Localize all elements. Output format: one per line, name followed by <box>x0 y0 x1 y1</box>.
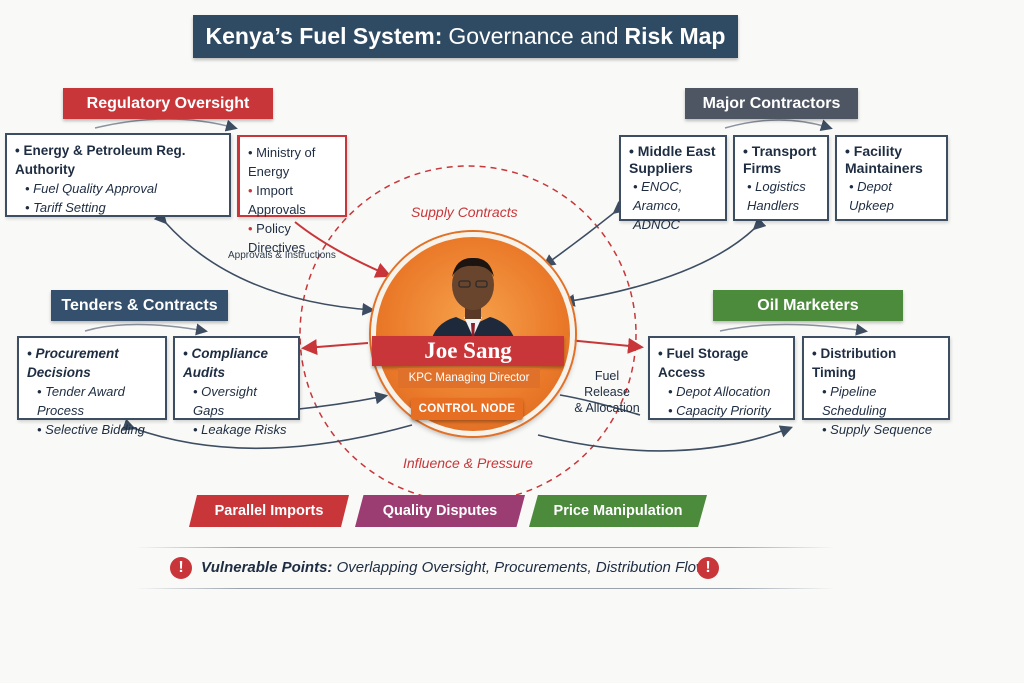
regulatory-header: Regulatory Oversight <box>63 88 273 119</box>
facility-item: Depot Upkeep <box>845 177 938 215</box>
compliance-box: Compliance Audits Oversight Gaps Leakage… <box>173 336 300 437</box>
compliance-item: Oversight Gaps <box>183 382 290 420</box>
fuel-release-label: Fuel Release & Allocation <box>571 368 643 416</box>
release-line-2: & Allocation <box>574 401 640 415</box>
procurement-item: Tender Award Process <box>27 382 157 420</box>
risk-tag-quality-disputes: Quality Disputes <box>355 495 525 527</box>
distribution-item: Pipeline Scheduling <box>812 382 940 420</box>
contractors-header: Major Contractors <box>685 88 858 119</box>
title-part-1: Kenya’s Fuel System: <box>205 23 443 49</box>
distribution-box: Distribution Timing Pipeline Scheduling … <box>802 336 950 437</box>
title-part-3: Risk Map <box>624 23 726 49</box>
vulnerable-label: Vulnerable Points: <box>201 559 333 576</box>
compliance-item: Leakage Risks <box>183 420 290 439</box>
center-role: KPC Managing Director <box>398 368 540 388</box>
compliance-name: Compliance Audits <box>183 344 290 382</box>
middle-east-box: Middle East Suppliers ENOC, Aramco, ADNO… <box>619 135 727 232</box>
marketers-header: Oil Marketers <box>713 290 903 321</box>
tenders-header: Tenders & Contracts <box>51 290 228 321</box>
epra-name: Energy & Petroleum Reg. Authority <box>15 141 221 179</box>
influence-pressure-label: Influence & Pressure <box>403 455 533 471</box>
warning-icon: ! <box>170 557 192 579</box>
facility-box: Facility Maintainers Depot Upkeep <box>835 135 948 221</box>
transport-box: Transport Firms Logistics Handlers <box>733 135 829 221</box>
divider-bottom <box>135 588 835 589</box>
storage-item: Depot Allocation <box>658 382 785 401</box>
middle-east-name: Middle East Suppliers <box>629 143 717 177</box>
page-title: Kenya’s Fuel System: Governance and Risk… <box>193 15 738 58</box>
procurement-name: Procurement Decisions <box>27 344 157 382</box>
distribution-item: Supply Sequence <box>812 420 940 439</box>
storage-item: Capacity Priority <box>658 401 785 420</box>
epra-item: Fuel Quality Approval <box>15 179 221 198</box>
risk-tag-parallel-imports: Parallel Imports <box>189 495 349 527</box>
epra-item: Tariff Setting <box>15 198 221 217</box>
epra-box: Energy & Petroleum Reg. Authority Fuel Q… <box>5 133 231 217</box>
title-part-2: Governance and <box>448 23 619 49</box>
distribution-name: Distribution Timing <box>812 344 940 382</box>
approvals-label: Approvals & Instructions <box>228 250 336 261</box>
ministry-item: Import Approvals <box>248 181 337 219</box>
procurement-item: Selective Bidding <box>27 420 157 439</box>
facility-name: Facility Maintainers <box>845 143 938 177</box>
storage-name: Fuel Storage Access <box>658 344 785 382</box>
transport-name: Transport Firms <box>743 143 819 177</box>
middle-east-item: ENOC, Aramco, ADNOC <box>629 177 717 234</box>
storage-box: Fuel Storage Access Depot Allocation Cap… <box>648 336 795 420</box>
ministry-name: Ministry of Energy <box>248 143 337 181</box>
transport-item: Logistics Handlers <box>743 177 819 215</box>
procurement-box: Procurement Decisions Tender Award Proce… <box>17 336 167 437</box>
portrait-image <box>430 257 516 345</box>
influence-ring <box>299 165 637 503</box>
release-line-1: Fuel Release <box>584 369 630 399</box>
warning-icon: ! <box>697 557 719 579</box>
vulnerable-list: Overlapping Oversight, Procurements, Dis… <box>336 559 707 576</box>
control-node-badge: CONTROL NODE <box>411 398 523 420</box>
center-name: Joe Sang <box>372 336 564 366</box>
ministry-box: Ministry of Energy Import Approvals Poli… <box>237 135 347 255</box>
vulnerable-points-text: Vulnerable Points: Overlapping Oversight… <box>201 559 707 576</box>
ministry-item: Policy Directives <box>248 219 337 257</box>
risk-tag-price-manipulation: Price Manipulation <box>529 495 707 527</box>
supply-contracts-label: Supply Contracts <box>411 204 518 220</box>
divider-top <box>135 547 835 548</box>
